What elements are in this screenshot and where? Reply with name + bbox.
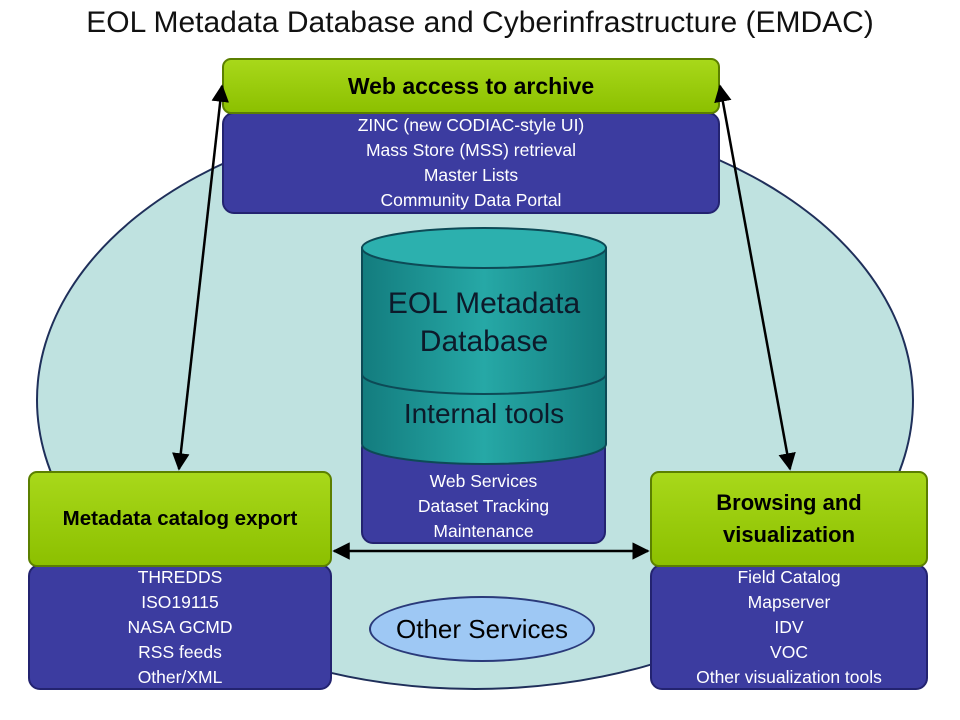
other-services-label: Other Services [396,613,568,644]
catalog-export-title: Metadata catalog export [62,507,298,530]
web-access-item: ZINC (new CODIAC-style UI) [357,115,585,135]
browsing-title-line1: Browsing and [716,490,862,515]
browsing-item: Mapserver [747,591,831,612]
catalog-export-item: RSS feeds [138,641,222,662]
database-label-line1: EOL Metadata [387,287,581,320]
web-access-title: Web access to archive [347,72,595,99]
internal-tools-item: Web Services [429,471,538,491]
browsing-title-box: Browsing and visualization [650,471,928,567]
database-label: EOL Metadata Database [360,285,608,361]
web-access-list-box: ZINC (new CODIAC-style UI) Mass Store (M… [222,112,720,214]
diagram-title: EOL Metadata Database and Cyberinfrastru… [86,6,874,39]
other-services-ellipse: Other Services [369,596,595,662]
browsing-item: Other visualization tools [696,666,882,687]
internal-tools-label: Internal tools [403,398,565,429]
web-access-item: Mass Store (MSS) retrieval [365,140,577,160]
catalog-export-item: THREDDS [137,566,223,587]
web-access-title-box: Web access to archive [222,58,720,114]
browsing-title-line2: visualization [722,522,856,547]
database-cylinder [361,227,607,465]
catalog-export-title-box: Metadata catalog export [28,471,332,567]
web-access-item: Master Lists [423,165,519,185]
catalog-export-item: NASA GCMD [127,616,233,637]
browsing-list-box: Field Catalog Mapserver IDV VOC Other vi… [650,564,928,690]
catalog-export-item: ISO19115 [141,591,219,612]
internal-tools-item: Dataset Tracking [417,496,550,516]
catalog-export-list-box: THREDDS ISO19115 NASA GCMD RSS feeds Oth… [28,564,332,690]
browsing-item: IDV [774,616,804,637]
web-access-item: Community Data Portal [380,190,562,210]
catalog-export-item: Other/XML [137,666,223,687]
browsing-item: VOC [770,641,808,662]
internal-tools-item: Maintenance [433,521,534,541]
browsing-item: Field Catalog [737,566,841,587]
database-label-line2: Database [419,325,549,358]
